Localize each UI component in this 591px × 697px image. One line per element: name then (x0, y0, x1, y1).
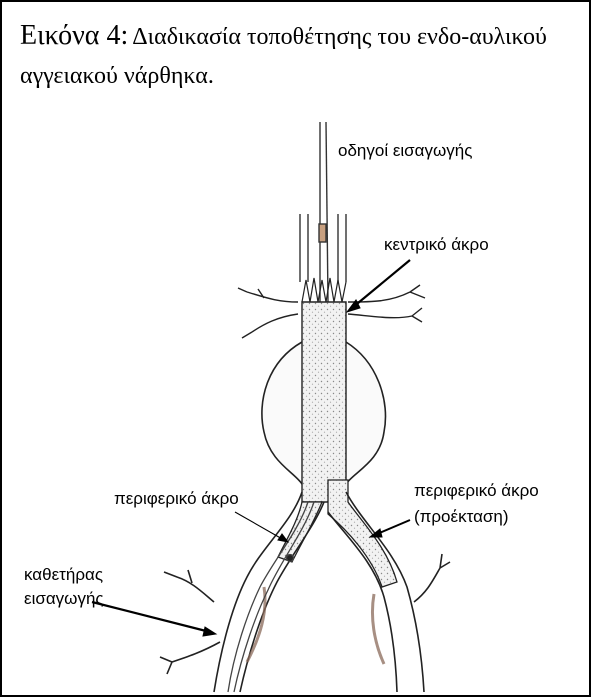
introducer-catheter (228, 502, 314, 692)
label-peripheral-end-right: περιφερικό άκρο (414, 481, 539, 500)
internal-iliac-branches (247, 587, 384, 664)
label-guides: οδηγοί εισαγωγής (338, 141, 472, 160)
right-limb-extension (328, 480, 397, 587)
label-central-end: κεντρικό άκρο (384, 235, 489, 254)
label-peripheral-end-left: περιφερικό άκρο (114, 489, 239, 508)
stent-graft-body (302, 302, 346, 502)
label-catheter-line1: καθετήρας (24, 565, 103, 584)
label-peripheral-end-right-extension: (προέκταση) (414, 507, 509, 526)
label-catheter-line2: εισαγωγής (24, 589, 104, 608)
